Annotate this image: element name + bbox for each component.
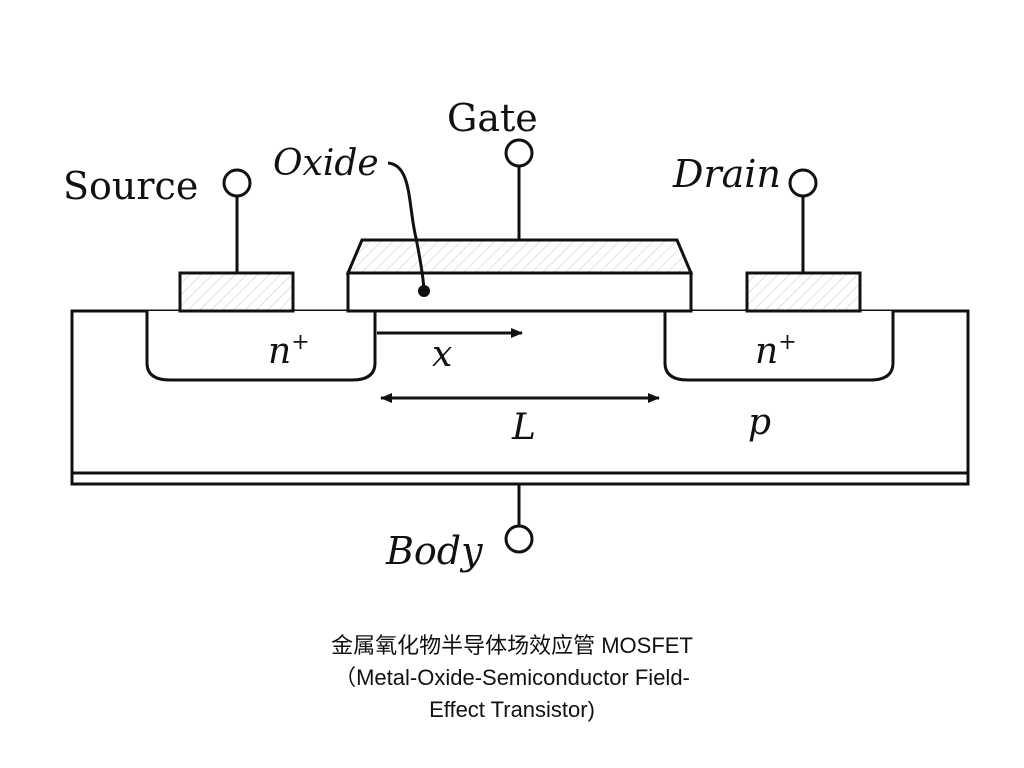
oxide-pointer-dot xyxy=(418,285,430,297)
body-contact-plate xyxy=(70,471,970,486)
body-label: Body xyxy=(385,529,483,573)
source-contact xyxy=(178,271,295,313)
drain-well-label: n+ xyxy=(755,330,797,372)
source-well-label: n+ xyxy=(268,330,310,372)
gate-label: Gate xyxy=(447,96,538,140)
drain-well xyxy=(663,311,895,382)
gate-electrode xyxy=(345,238,694,275)
substrate-label: p xyxy=(748,402,771,443)
caption-line-2: （Metal-Oxide-Semiconductor Field- xyxy=(334,665,690,690)
caption-line-3: Effect Transistor) xyxy=(429,697,595,722)
drain-well-superscript: + xyxy=(778,330,796,355)
body-terminal xyxy=(504,524,534,554)
gate-terminal xyxy=(504,138,534,168)
drain-terminal xyxy=(788,168,818,198)
channel-length-label: L xyxy=(511,407,536,448)
position-x-label: x xyxy=(432,334,452,375)
drain-label: Drain xyxy=(672,152,781,196)
source-label: Source xyxy=(63,164,198,208)
source-well xyxy=(145,311,377,382)
oxide-label: Oxide xyxy=(273,143,379,184)
source-terminal xyxy=(222,168,252,198)
source-well-letter: n xyxy=(268,331,291,372)
figure-caption: 金属氧化物半导体场效应管 MOSFET （Metal-Oxide-Semicon… xyxy=(262,630,762,726)
caption-line-1: 金属氧化物半导体场效应管 MOSFET xyxy=(331,633,693,658)
oxide-pointer-line xyxy=(387,161,426,291)
drain-contact xyxy=(745,271,862,313)
drain-well-letter: n xyxy=(755,331,778,372)
source-well-superscript: + xyxy=(291,330,309,355)
oxide-layer xyxy=(346,271,693,313)
